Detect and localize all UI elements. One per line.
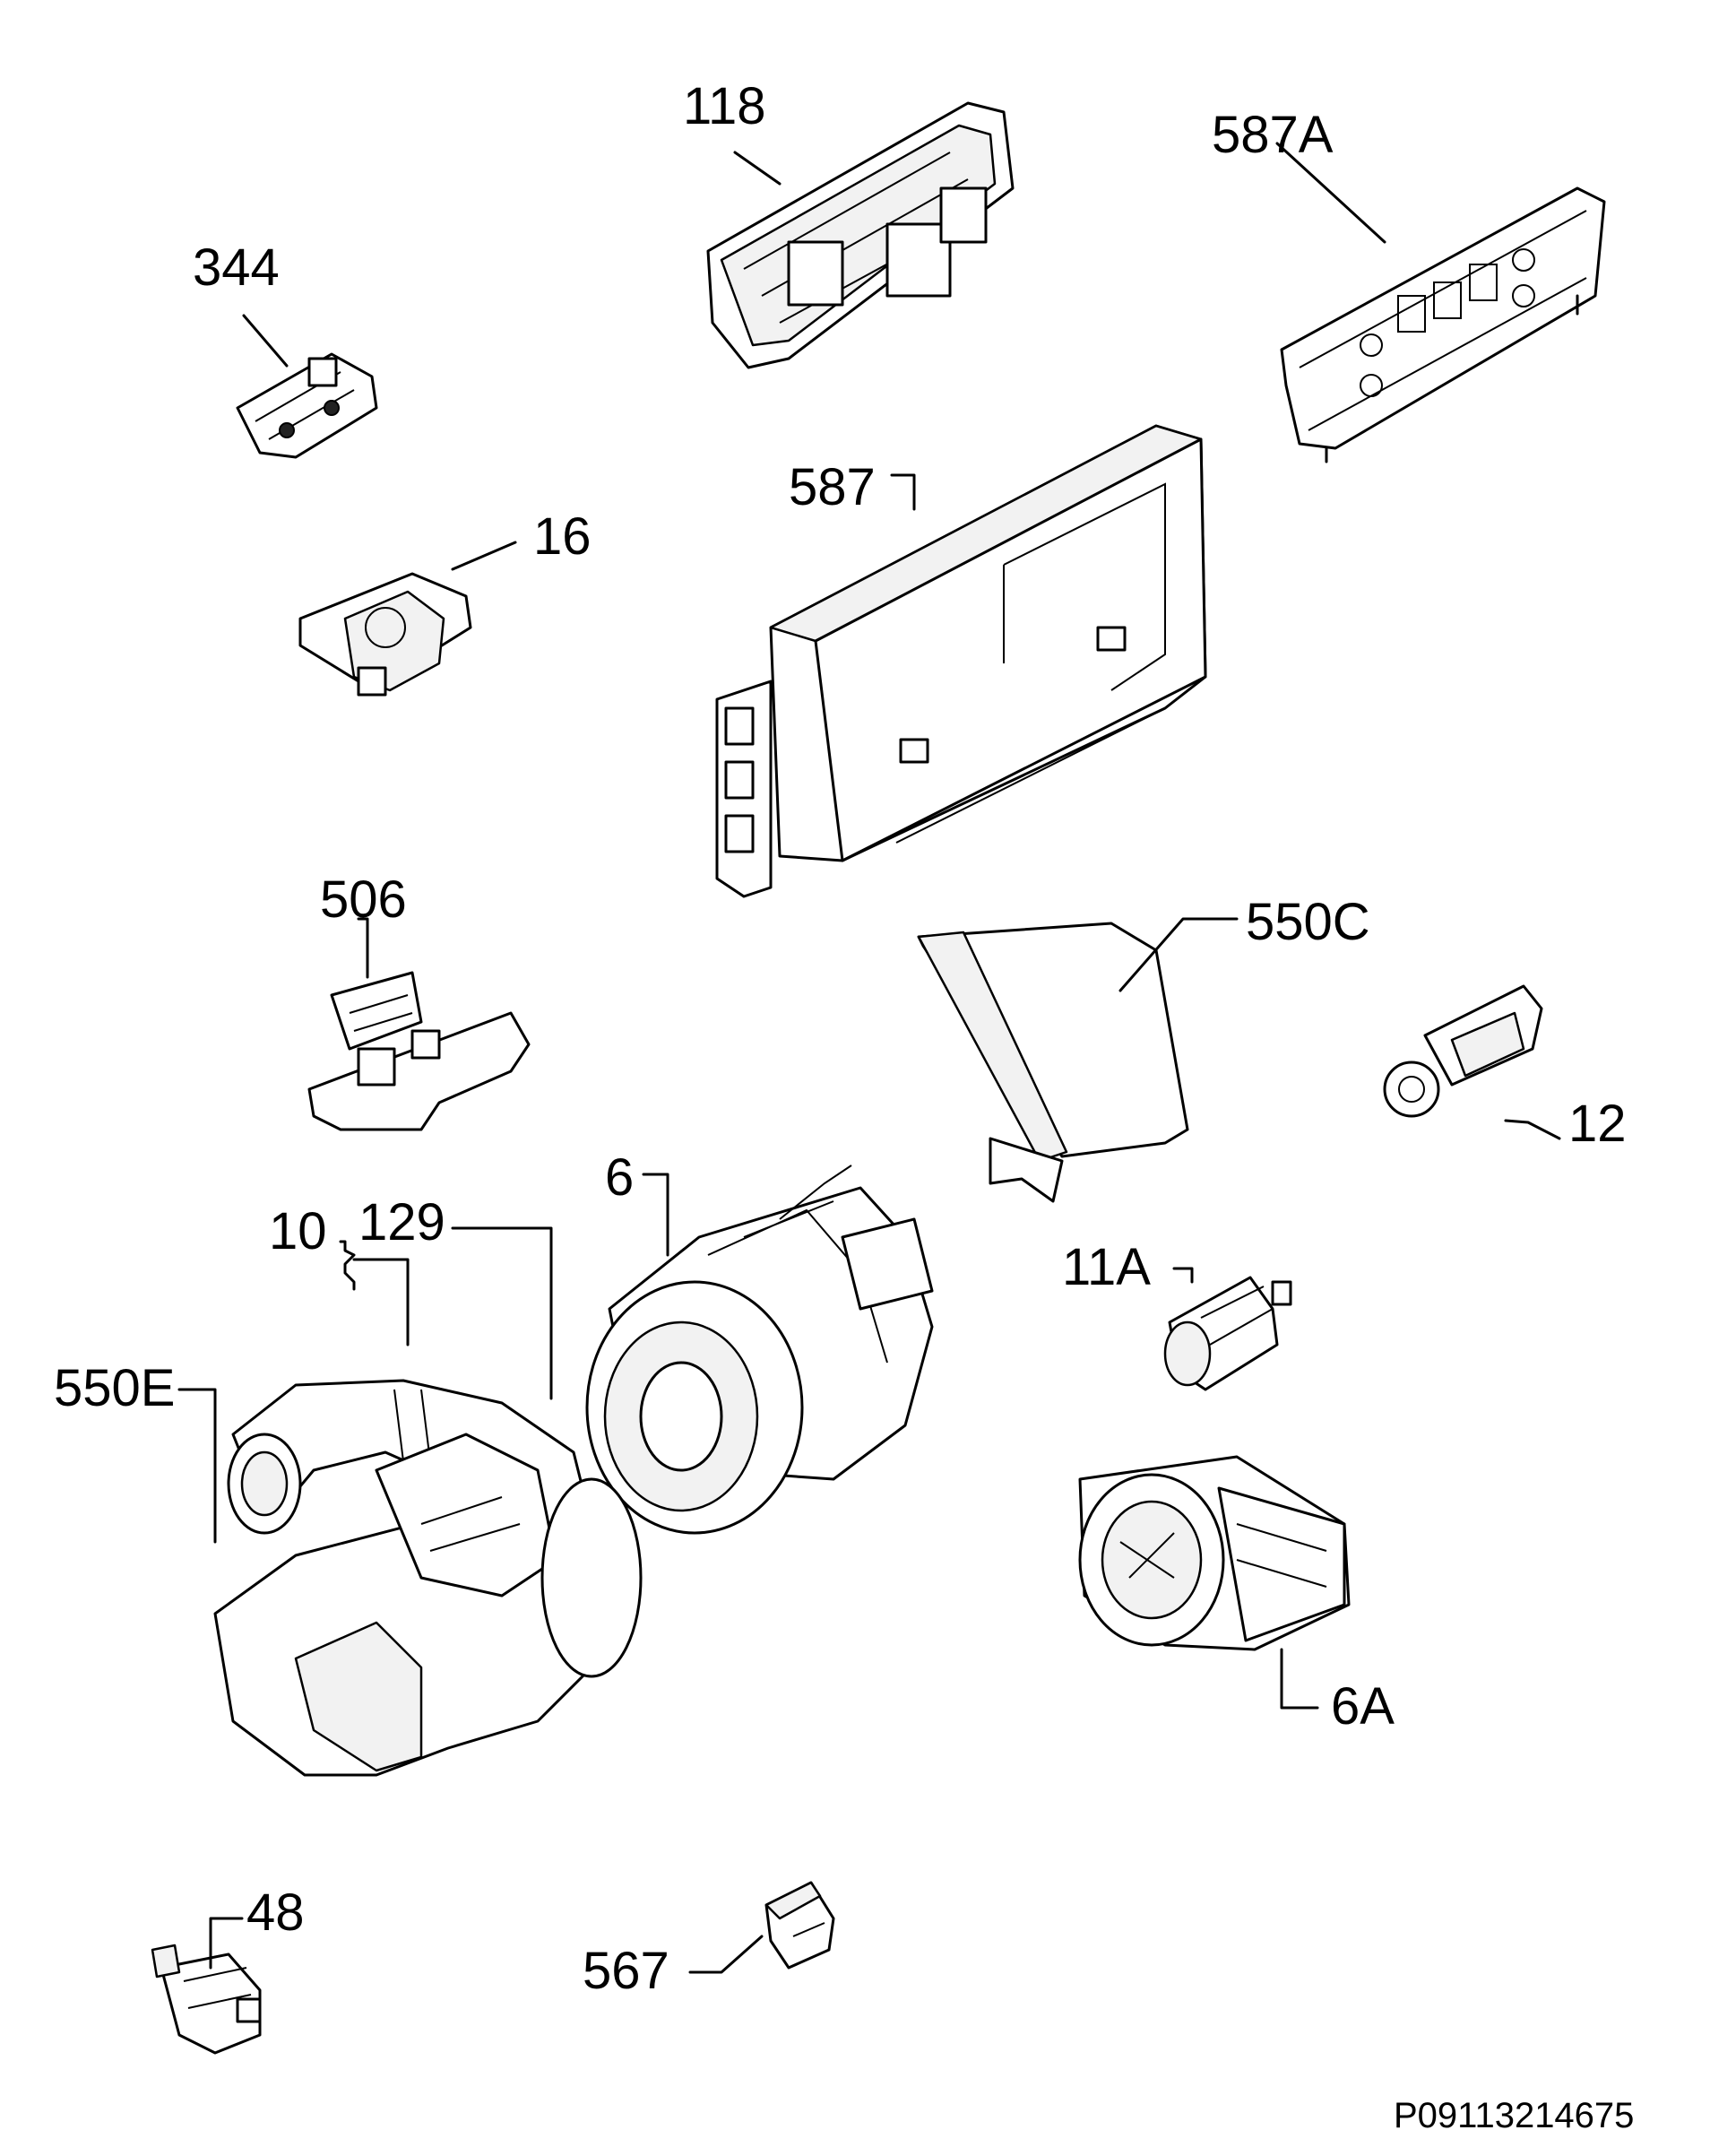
callout-11A: 11A xyxy=(1062,1238,1151,1296)
callout-587: 587 xyxy=(789,458,876,516)
callout-550C: 550C xyxy=(1246,893,1370,951)
part-6-circulation-pump[interactable] xyxy=(585,1165,934,1535)
part-118-control-board[interactable] xyxy=(706,101,1015,369)
callout-16: 16 xyxy=(533,507,592,566)
part-567-connector[interactable] xyxy=(764,1881,835,1970)
callout-12: 12 xyxy=(1568,1095,1627,1153)
callout-506: 506 xyxy=(320,870,407,929)
callout-118: 118 xyxy=(683,77,766,135)
callout-587A: 587A xyxy=(1212,106,1334,164)
leader-587 xyxy=(890,473,916,511)
callout-567: 567 xyxy=(583,1942,669,2000)
leader-587A xyxy=(1275,142,1386,244)
leader-12 xyxy=(1504,1119,1561,1140)
part-506-clip[interactable] xyxy=(307,971,531,1131)
leader-48 xyxy=(209,1917,244,1970)
leader-344 xyxy=(242,314,289,368)
part-587A-interface-board[interactable] xyxy=(1280,186,1606,463)
callout-10: 10 xyxy=(269,1202,327,1260)
leader-10 xyxy=(352,1258,410,1346)
leader-6 xyxy=(642,1173,669,1257)
leader-6A xyxy=(1280,1648,1319,1710)
part-16-door-lock[interactable] xyxy=(298,572,472,697)
part-550E-pump-housing[interactable] xyxy=(213,1433,643,1777)
leader-129 xyxy=(451,1226,553,1400)
part-344-switch[interactable] xyxy=(236,352,378,459)
leader-16 xyxy=(451,541,517,571)
callout-129: 129 xyxy=(358,1193,445,1251)
callout-6A: 6A xyxy=(1331,1677,1395,1736)
callout-550E: 550E xyxy=(54,1359,176,1417)
part-48-sensor[interactable] xyxy=(151,1944,262,2055)
part-6A-drain-pump[interactable] xyxy=(1078,1455,1351,1651)
leader-550E xyxy=(177,1388,217,1544)
part-12-sensor[interactable] xyxy=(1383,984,1543,1118)
part-550C-cover[interactable] xyxy=(917,922,1189,1203)
callout-344: 344 xyxy=(193,238,280,297)
drawing-code: P09113214675 xyxy=(1394,2096,1635,2135)
part-587-main-module[interactable] xyxy=(715,424,1207,898)
leader-506 xyxy=(357,917,369,979)
leader-11A xyxy=(1172,1267,1194,1284)
callout-48: 48 xyxy=(246,1883,305,1942)
leader-567 xyxy=(688,1935,764,1974)
bracket-10 xyxy=(339,1240,356,1291)
part-11A-component[interactable] xyxy=(1163,1276,1292,1391)
leader-118 xyxy=(733,151,782,186)
leader-550C xyxy=(1118,917,1239,992)
callout-6: 6 xyxy=(605,1148,635,1207)
